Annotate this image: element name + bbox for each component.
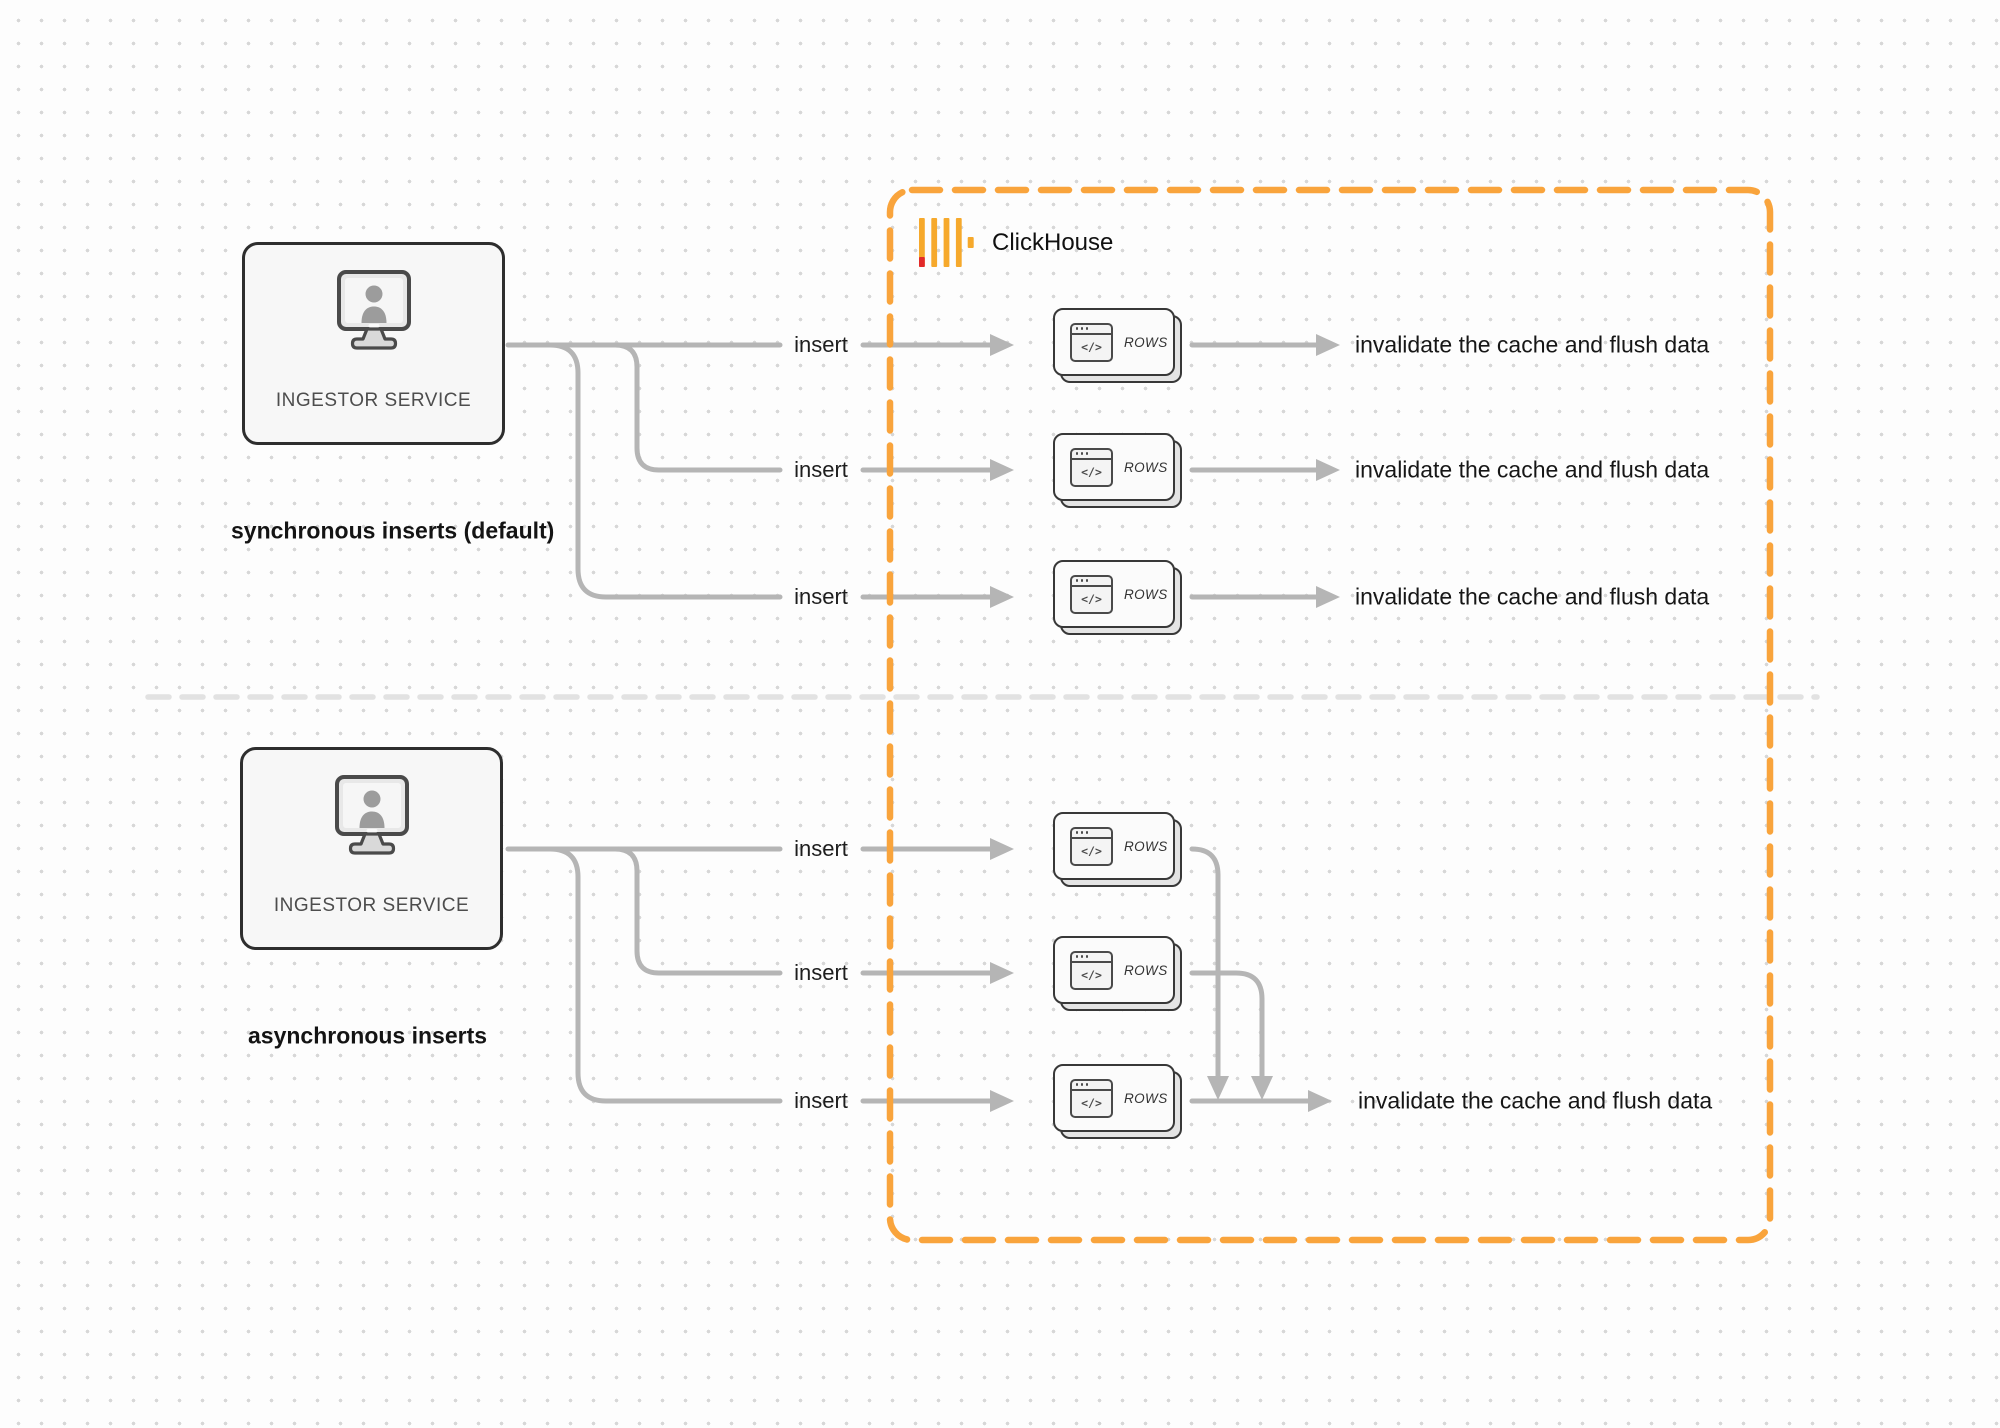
insert-label: insert [794,836,848,861]
caption-sync: synchronous inserts (default) [231,517,555,544]
result-label: invalidate the cache and flush data [1355,331,1710,358]
rows-label: ROWS [1124,1090,1168,1106]
insert-label: insert [794,584,848,609]
service-label: INGESTOR SERVICE [275,390,472,411]
clickhouse-brand-block: ClickHouse [919,218,1113,267]
code-window-icon: </> [1070,574,1113,614]
rows-card: </> ROWS [1053,936,1184,1013]
clickhouse-brand: ClickHouse [992,228,1114,256]
caption-async: asynchronous inserts [248,1022,488,1049]
sync-connectors [505,334,1340,608]
monitor-user-icon [334,775,409,855]
result-label: invalidate the cache and flush data [1355,583,1710,610]
code-window-icon: </> [1070,1078,1113,1118]
insert-label: insert [794,332,848,357]
clickhouse-boundary [886,186,1774,1244]
rows-label: ROWS [1124,459,1168,475]
code-window-icon: </> [1070,826,1113,866]
async-connectors [505,838,1332,1112]
ingestor-service-box-async: INGESTOR SERVICE [240,747,503,950]
insert-label: insert [794,960,848,985]
rows-card: </> ROWS [1053,812,1184,889]
monitor-user-icon [336,270,411,350]
clickhouse-logo-icon [919,218,974,267]
rows-card: </> ROWS [1053,1064,1184,1141]
rows-card: </> ROWS [1053,433,1184,510]
result-label: invalidate the cache and flush data [1355,456,1710,483]
rows-card: </> ROWS [1053,560,1184,637]
result-label: invalidate the cache and flush data [1358,1087,1713,1114]
service-label: INGESTOR SERVICE [273,895,470,916]
code-window-icon: </> [1070,950,1113,990]
insert-label: insert [794,457,848,482]
rows-card: </> ROWS [1053,308,1184,385]
ingestor-service-box-sync: INGESTOR SERVICE [242,242,505,445]
code-window-icon: </> [1070,322,1113,362]
insert-label: insert [794,1088,848,1113]
code-window-icon: </> [1070,447,1113,487]
rows-label: ROWS [1124,586,1168,602]
rows-label: ROWS [1124,838,1168,854]
rows-label: ROWS [1124,962,1168,978]
rows-label: ROWS [1124,334,1168,350]
